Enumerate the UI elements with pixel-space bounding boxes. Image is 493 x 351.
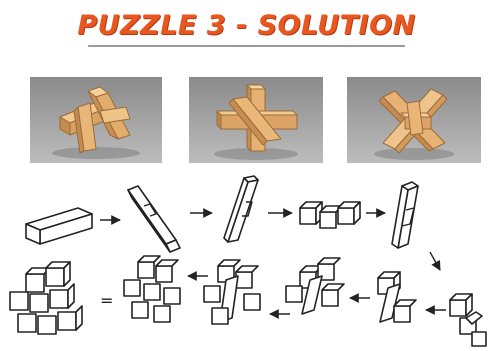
page-title: PUZZLE 3 - SOLUTION (77, 10, 416, 41)
puzzle-photo-2 (189, 77, 323, 163)
assembly-diagram: = (0, 168, 493, 351)
puzzle-photo-1 (30, 77, 162, 163)
notched-piece-icon (123, 255, 181, 323)
notched-piece-icon (449, 293, 487, 347)
arrow-down-icon (429, 251, 441, 271)
puzzle-photo-3 (347, 77, 481, 163)
wood-burr-icon (52, 86, 140, 159)
notched-piece-icon (299, 201, 361, 229)
stick-piece-icon (25, 207, 93, 245)
notched-piece-icon (223, 175, 259, 243)
assembled-burr-icon (9, 261, 83, 335)
notched-piece-icon (285, 257, 345, 315)
title-underline (88, 45, 405, 47)
equals-sign: = (100, 291, 113, 310)
wood-burr-icon (374, 88, 454, 160)
notched-piece-icon (391, 181, 419, 249)
notched-piece-icon (377, 271, 417, 323)
notched-piece-icon (203, 259, 261, 325)
notched-piece-icon (127, 185, 181, 253)
wood-burr-icon (214, 84, 298, 160)
